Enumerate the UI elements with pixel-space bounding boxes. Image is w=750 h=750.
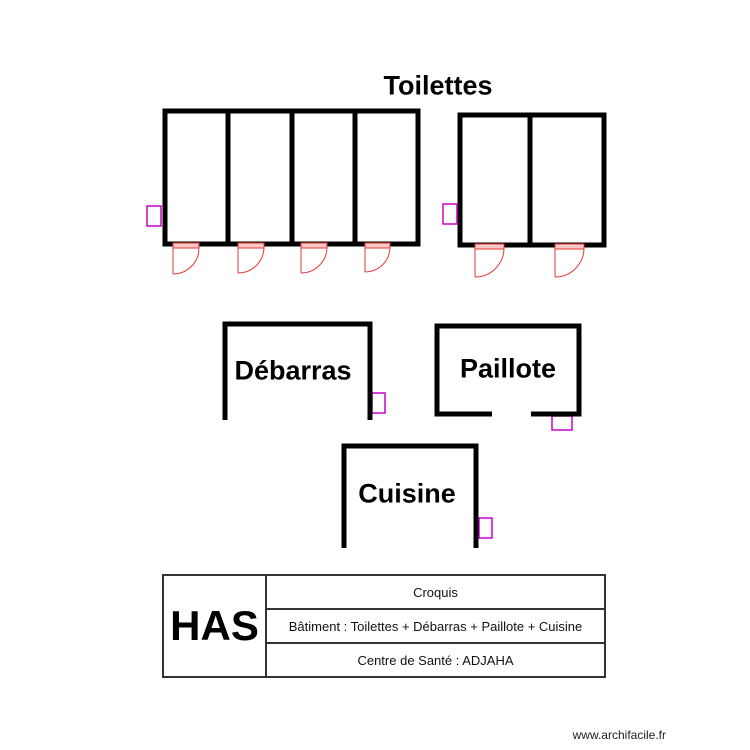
window-icon [478,517,493,539]
door-icon [300,242,328,274]
toilettes-block-4 [162,108,421,247]
doors-block-2 [474,243,585,278]
window-icon [551,415,573,431]
debarras-walls [222,321,373,420]
title-block: HAS Croquis Bâtiment : Toilettes + Débar… [162,574,606,678]
title-block-logo: HAS [164,576,267,676]
door-icon [364,242,391,273]
window-icon [442,203,458,225]
title-toilettes: Toilettes [383,70,493,101]
door-icon [474,243,505,278]
window-icon [146,205,162,227]
title-block-row-type: Croquis [267,576,604,610]
door-icon [172,242,200,275]
room-label-paillote: Paillote [459,353,557,384]
cuisine-walls [341,443,479,548]
watermark: www.archifacile.fr [572,728,666,742]
door-icon [237,242,265,274]
title-block-rows: Croquis Bâtiment : Toilettes + Débarras … [267,576,604,676]
door-icon [554,243,585,278]
toilettes-block-2 [457,112,607,248]
room-label-debarras: Débarras [234,355,352,386]
room-label-cuisine: Cuisine [358,478,456,509]
window-icon [371,392,386,414]
paillote-walls [434,323,582,417]
title-block-row-site: Centre de Santé : ADJAHA [357,652,514,668]
title-block-row-building: Bâtiment : Toilettes + Débarras + Paillo… [267,610,604,644]
doors-block-4 [172,242,391,275]
